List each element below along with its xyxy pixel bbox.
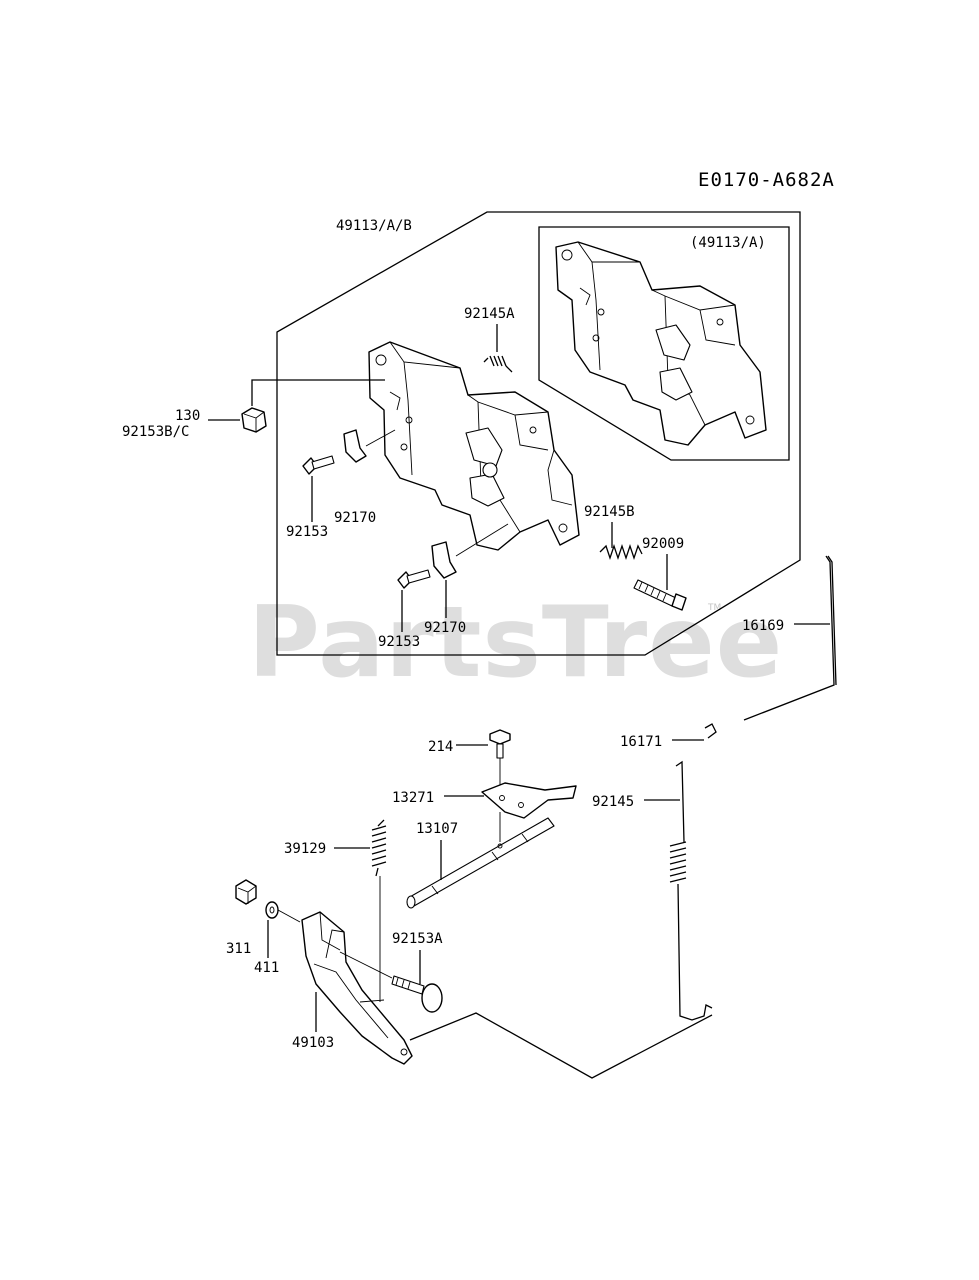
screw-92153-lower <box>397 569 431 589</box>
inset-box <box>538 226 790 461</box>
inset-label: (49113/A) <box>690 235 766 251</box>
label-92145: 92145 <box>592 794 634 810</box>
leader-130-to-plate <box>251 379 385 406</box>
nut-130 <box>241 407 267 433</box>
label-39129: 39129 <box>284 841 326 857</box>
washer-411 <box>265 901 279 919</box>
label-92145b: 92145B <box>584 504 635 520</box>
spring-39129 <box>371 819 387 877</box>
plate-92170-lower <box>431 541 457 579</box>
label-16171: 16171 <box>620 734 662 750</box>
shaft-13107 <box>406 817 555 909</box>
label-49113ab: 49113/A/B <box>336 218 412 234</box>
spring-92145b <box>599 543 643 561</box>
nut-311 <box>235 879 257 905</box>
label-92153bc: 92153B/C <box>122 424 189 440</box>
label-13271: 13271 <box>392 790 434 806</box>
label-92153-lower: 92153 <box>378 634 420 650</box>
label-16169: 16169 <box>742 618 784 634</box>
bolt-92153a <box>391 975 443 1013</box>
clip-16171 <box>704 723 717 739</box>
label-13107: 13107 <box>416 821 458 837</box>
spring-92145a <box>483 355 513 373</box>
inset-governor-plate-drawing <box>555 241 767 446</box>
plate-92170-upper <box>343 429 367 463</box>
label-92170-upper: 92170 <box>334 510 376 526</box>
label-92170-lower: 92170 <box>424 620 466 636</box>
bolt-214 <box>489 729 511 759</box>
label-411: 411 <box>254 960 279 976</box>
label-311: 311 <box>226 941 251 957</box>
label-92145a: 92145A <box>464 306 515 322</box>
bolt-92009 <box>633 579 687 611</box>
watermark: PartsTree <box>248 586 783 700</box>
main-governor-plate-drawing <box>368 341 580 551</box>
rod-16169 <box>743 555 837 721</box>
assembly-group-outline <box>276 211 801 656</box>
label-92009: 92009 <box>642 536 684 552</box>
label-49103: 49103 <box>292 1035 334 1051</box>
label-92153-upper: 92153 <box>286 524 328 540</box>
lower-group-outline <box>409 1012 713 1079</box>
label-214: 214 <box>428 739 453 755</box>
screw-92153-upper <box>302 455 335 475</box>
diagram-code: E0170-A682A <box>698 169 835 191</box>
lever-49103 <box>301 911 413 1065</box>
watermark-tm: TM <box>707 603 721 613</box>
bracket-13271 <box>481 782 577 819</box>
label-130: 130 <box>175 408 200 424</box>
label-92153a: 92153A <box>392 931 443 947</box>
spring-92145 <box>669 760 713 1021</box>
